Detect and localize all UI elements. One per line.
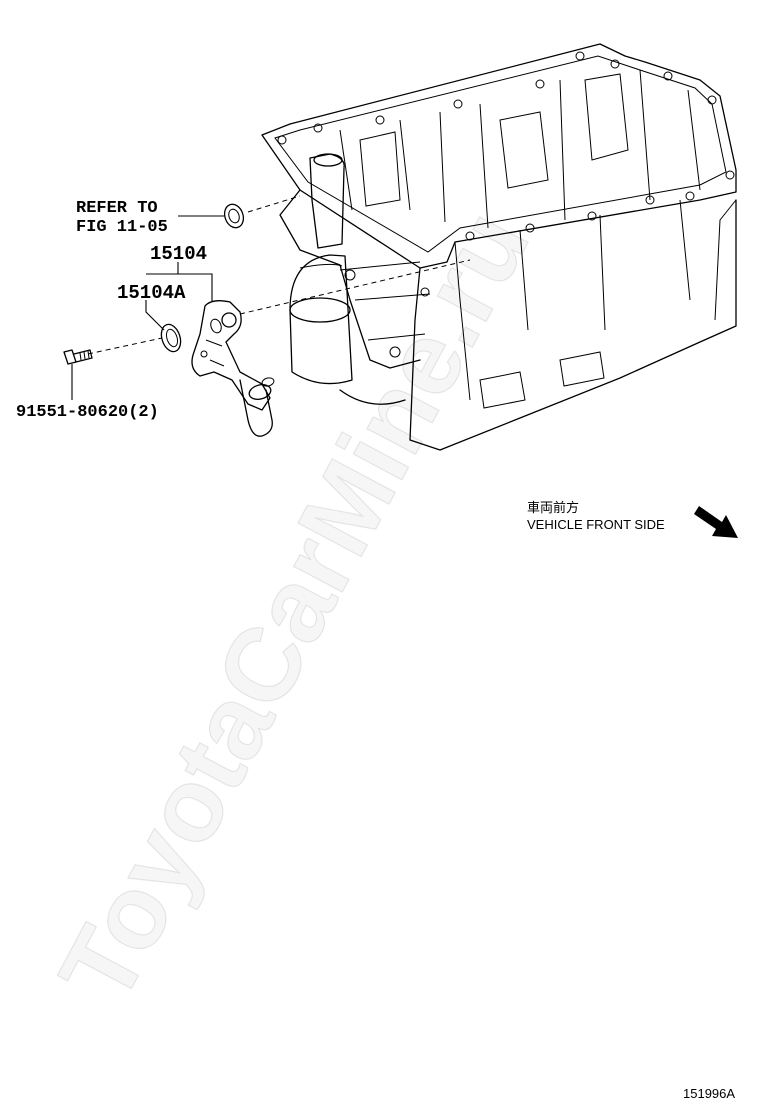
label-part-15104a: 15104A xyxy=(117,282,186,304)
label-front-side-jp: 車両前方 xyxy=(527,500,579,515)
oil-strainer-15104 xyxy=(191,300,275,437)
bolt-91551-80620 xyxy=(63,349,93,365)
leader-lines xyxy=(71,215,224,400)
label-refer-to: REFER TO xyxy=(76,199,158,218)
label-part-bolt: 91551-80620(2) xyxy=(16,403,159,422)
figure-code: 151996A xyxy=(683,1086,735,1101)
assembly-lines xyxy=(87,195,471,355)
label-fig-11-05: FIG 11-05 xyxy=(76,218,168,237)
label-front-side-en: VEHICLE FRONT SIDE xyxy=(527,517,665,532)
engine-block xyxy=(261,43,737,451)
o-ring-15104a xyxy=(160,323,182,353)
label-part-15104: 15104 xyxy=(150,243,207,265)
arrow-down-right-icon xyxy=(694,506,738,538)
gasket-fig-11-05 xyxy=(223,203,245,229)
